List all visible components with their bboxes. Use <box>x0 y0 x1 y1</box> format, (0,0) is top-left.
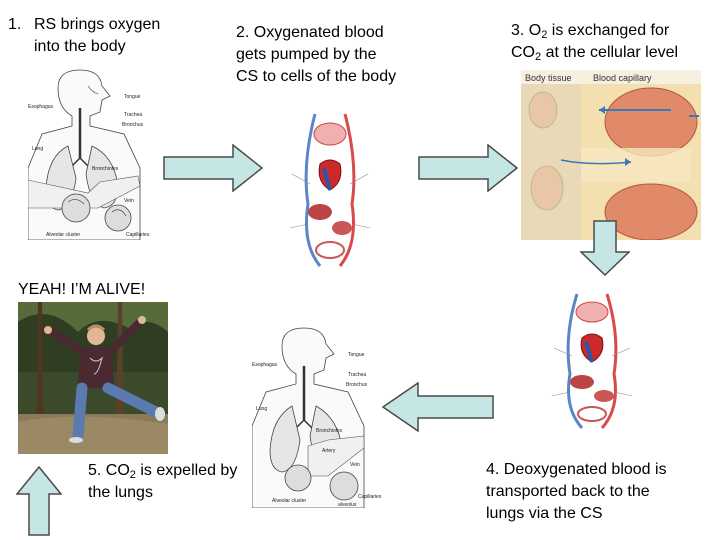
label-alveolar-cluster-2: Alveolar cluster <box>272 498 307 504</box>
step-3-l1a: 3. O <box>511 22 542 39</box>
step-3-l1b: is exchanged for <box>547 22 670 39</box>
step-4-line2: transported back to the <box>486 483 650 500</box>
step-2-line2: gets pumped by the <box>236 46 377 63</box>
exclaim-text: YEAH! I’M ALIVE! <box>18 281 146 298</box>
step-3-l1sub: 2 <box>541 29 548 41</box>
step-1-number: 1. <box>8 16 22 33</box>
step-4-text: 4. Deoxygenated blood is transported bac… <box>486 459 667 525</box>
circulatory-system-diagram-return <box>542 286 642 434</box>
right-arrow-icon <box>418 144 518 192</box>
step-4-line3: lungs via the CS <box>486 505 603 522</box>
step-3-l2sub: 2 <box>535 51 542 63</box>
label-bronchus-2: Bronchus <box>346 382 368 388</box>
step-5-l1b: is expelled by <box>135 462 238 479</box>
step-2-line1: 2. Oxygenated blood <box>236 24 384 41</box>
label-esophagus: Esophagus <box>28 104 54 110</box>
celebrating-person-photo <box>18 302 168 454</box>
step-1-line1: RS brings oxygen <box>34 16 161 33</box>
circulatory-system-diagram <box>280 104 380 274</box>
label-tongue: Tongue <box>124 94 141 100</box>
step-5-line2: the lungs <box>88 484 153 501</box>
respiratory-system-diagram-expel: Tongue Trachea Bronchus Esophagus Lung B… <box>252 326 382 508</box>
label-trachea-2: Trachea <box>348 372 366 378</box>
label-bronchioles-2: Bronchioles <box>316 428 343 434</box>
label-lung: Lung <box>32 146 43 152</box>
left-arrow-icon <box>382 382 494 432</box>
step-5-text: 5. CO2 is expelled by the lungs <box>88 460 237 504</box>
up-arrow-icon <box>16 466 62 536</box>
label-lung-2: Lung <box>256 406 267 412</box>
step-3-text: 3. O2 is exchanged for CO2 at the cellul… <box>511 20 678 64</box>
down-arrow-icon <box>580 220 630 276</box>
right-arrow-icon <box>163 144 263 192</box>
step-1-line2: into the body <box>34 38 126 55</box>
label-esophagus-2: Esophagus <box>252 362 278 368</box>
label-bronchioles: Bronchioles <box>92 166 119 172</box>
label-vein: Vein <box>124 198 134 204</box>
label-capillaries: Capillaries <box>126 232 150 238</box>
tissue-gas-exchange-diagram: Body tissue Blood capillary <box>521 70 701 240</box>
step-3-l2a: CO <box>511 44 535 61</box>
label-vein-2: Vein <box>350 462 360 468</box>
label-bronchus: Bronchus <box>122 122 144 128</box>
step-5-l1a: 5. CO <box>88 462 130 479</box>
label-tongue-2: Tongue <box>348 352 365 358</box>
step-3-l2b: at the cellular level <box>541 44 679 61</box>
label-blood-capillary: Blood capillary <box>593 73 652 83</box>
step-2-line3: CS to cells of the body <box>236 68 397 85</box>
step-5-l1sub: 2 <box>129 469 136 481</box>
label-capillaries-2: Capillaries <box>358 494 382 500</box>
respiratory-system-diagram: Tongue Trachea Bronchus Esophagus Lung B… <box>28 68 158 240</box>
step-4-line1: 4. Deoxygenated blood is <box>486 461 667 478</box>
label-body-tissue: Body tissue <box>525 73 572 83</box>
label-trachea: Trachea <box>124 112 142 118</box>
step-1-text: 1. RS brings oxygen into the body <box>8 14 160 58</box>
label-alveolar-cluster: Alveolar cluster <box>46 232 81 238</box>
label-artery: Artery <box>322 448 336 454</box>
step-2-text: 2. Oxygenated blood gets pumped by the C… <box>236 22 396 88</box>
label-alveolus: alveolus <box>338 502 357 508</box>
